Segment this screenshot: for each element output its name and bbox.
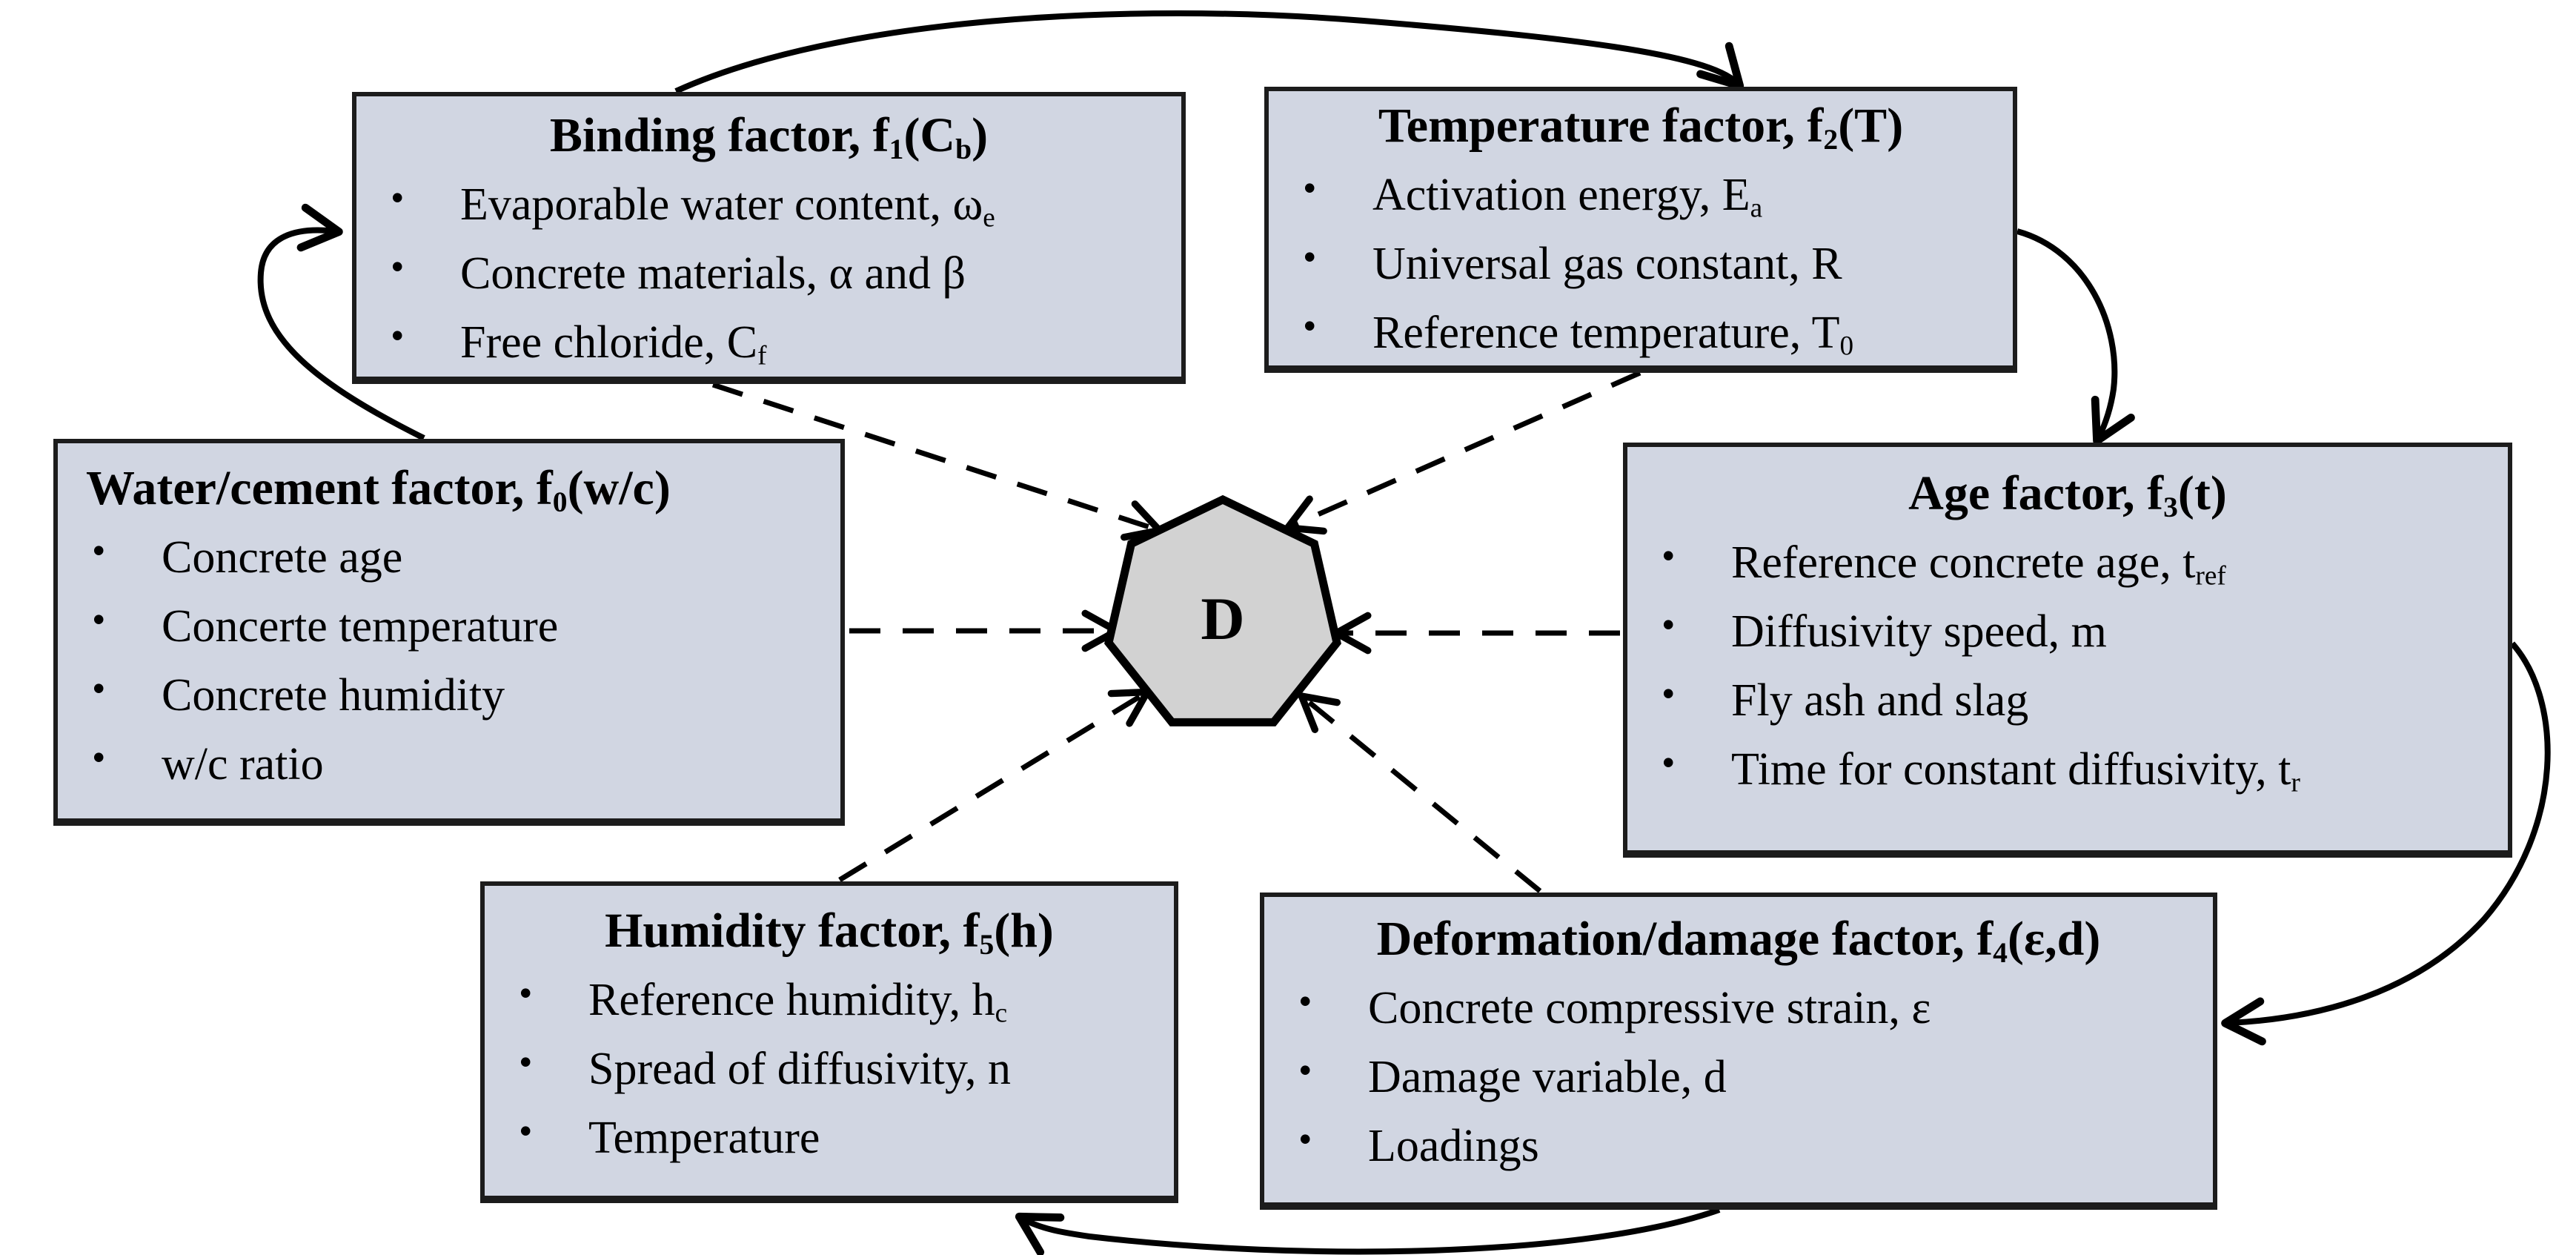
dashed-arrow-deformation-to-node [1298, 692, 1542, 893]
arrow-binding-to-temperature [674, 10, 1745, 94]
bullet-item: Temperature [485, 1102, 1174, 1173]
box-title-temperature: Temperature factor, f2(T) [1378, 99, 1904, 156]
bullet-item: Universal gas constant, R [1269, 228, 2013, 299]
bullet-item: Concrete compressive strain, ε [1264, 973, 2213, 1043]
arrow-deformation-to-humidity [1015, 1207, 1721, 1255]
bullet-item: Concrete materials, α and β [356, 238, 1181, 308]
factor-box-deformation: Deformation/damage factor, f4(ε,d) Concr… [1260, 893, 2217, 1210]
factor-box-watercement: Water/cement factor, f0(w/c) Concrete ag… [53, 439, 845, 826]
bullet-item: Concrete humidity [58, 660, 840, 730]
diffusivity-node-heptagon [1104, 494, 1341, 726]
bullet-item: Reference humidity, hc [485, 964, 1174, 1035]
bullet-item: Free chloride, Cf [356, 307, 1181, 377]
bullet-item: Spread of diffusivity, n [485, 1033, 1174, 1104]
dashed-arrow-temperature-to-node [1284, 370, 1641, 535]
factor-box-binding: Binding factor, f1(Cb) Evaporable water … [352, 92, 1186, 384]
dashed-arrow-binding-to-node [711, 382, 1163, 541]
arrow-watercement-to-binding [257, 203, 425, 441]
arrow-temperature-to-age [2016, 228, 2135, 446]
bullet-item: Evaporable water content, ωe [356, 169, 1181, 239]
factor-box-humidity: Humidity factor, f5(h) Reference humidit… [480, 881, 1178, 1203]
bullet-item: Concerte temperature [58, 591, 840, 661]
diffusivity-node-label: D [1201, 585, 1244, 652]
box-title-deformation: Deformation/damage factor, f4(ε,d) [1376, 912, 2101, 969]
bullet-item: Concrete age [58, 522, 840, 592]
arrow-age-to-deformation [2221, 641, 2551, 1046]
box-title-humidity: Humidity factor, f5(h) [605, 904, 1054, 961]
bullet-item: Time for constant diffusivity, tr [1627, 734, 2508, 804]
factor-box-age: Age factor, f3(t) Reference concrete age… [1623, 443, 2512, 858]
bullet-item: Fly ash and slag [1627, 665, 2508, 735]
bullet-item: Damage variable, d [1264, 1042, 2213, 1112]
factor-box-temperature: Temperature factor, f2(T) Activation ene… [1264, 87, 2017, 373]
bullet-item: Activation energy, Ea [1269, 159, 2013, 230]
bullet-item: Diffusivity speed, m [1627, 596, 2508, 666]
bullet-item: w/c ratio [58, 729, 840, 799]
dashed-arrow-humidity-to-node [838, 688, 1151, 882]
bullet-item: Reference temperature, T0 [1269, 297, 2013, 368]
box-title-age: Age factor, f3(t) [1908, 466, 2227, 523]
bullet-item: Loadings [1264, 1110, 2213, 1181]
box-title-binding: Binding factor, f1(Cb) [549, 108, 989, 165]
bullet-item: Reference concrete age, tref [1627, 527, 2508, 597]
box-title-watercement: Water/cement factor, f0(w/c) [86, 461, 671, 518]
